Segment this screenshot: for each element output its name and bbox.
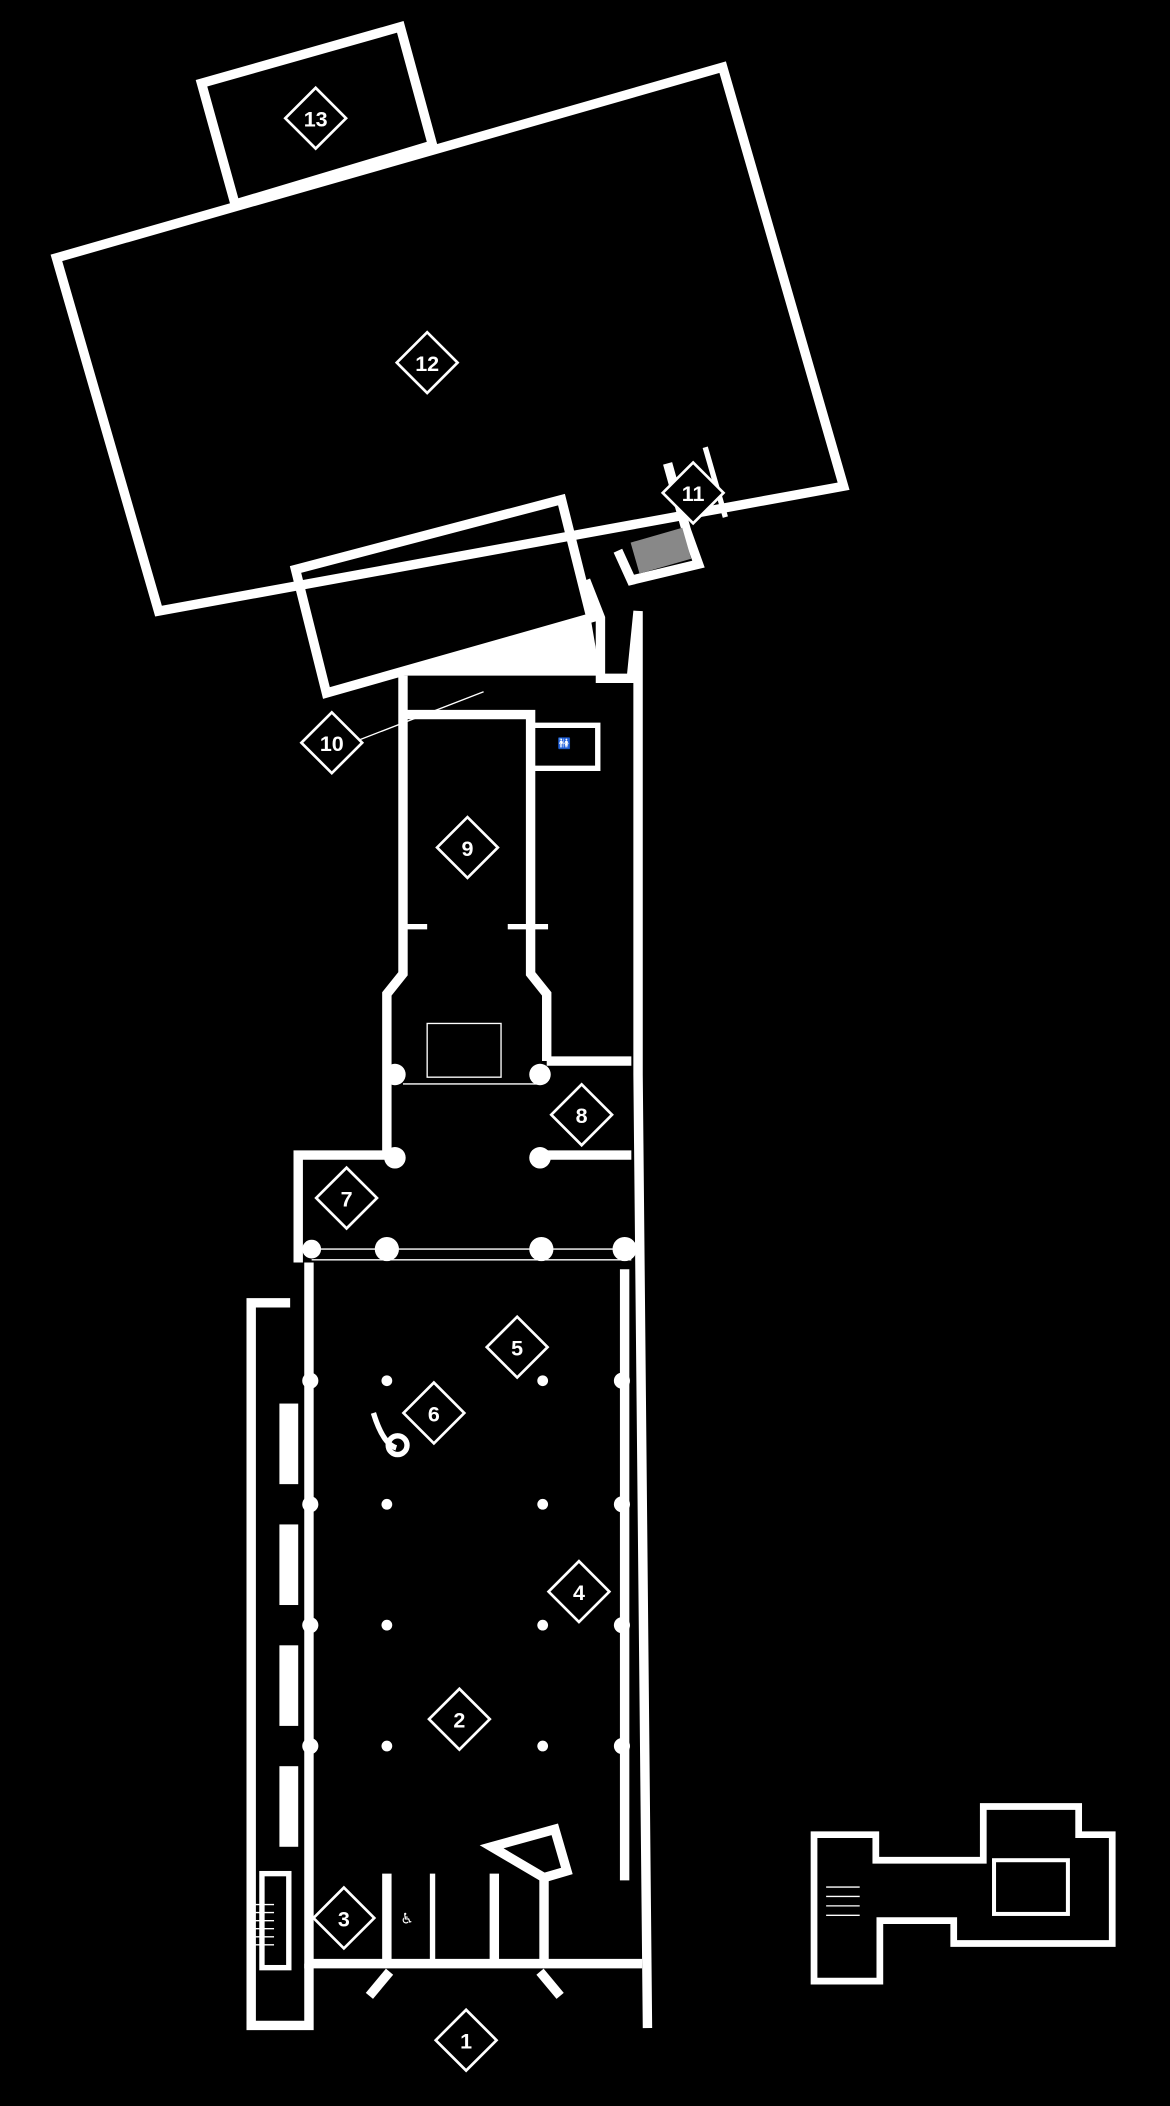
stairs-icon — [252, 1903, 275, 1946]
key-plan-inset — [810, 1803, 1116, 1985]
corridor-right-wall — [581, 578, 653, 2029]
fixture — [426, 1022, 502, 1078]
marker-2[interactable]: 2 — [427, 1686, 492, 1752]
marker-label: 13 — [304, 108, 328, 132]
marker-9[interactable]: 9 — [435, 815, 500, 880]
room-13-outline — [195, 21, 439, 211]
marker-1[interactable]: 1 — [433, 2007, 499, 2073]
marker-label: 10 — [320, 732, 344, 756]
room-10-upper-outline — [289, 493, 597, 699]
marker-label: 12 — [415, 352, 439, 376]
marker-label: 5 — [511, 1336, 523, 1360]
room-12-outline — [50, 61, 850, 617]
marker-3[interactable]: 3 — [311, 1885, 377, 1951]
marker-5[interactable]: 5 — [484, 1314, 550, 1380]
column — [384, 1147, 406, 1169]
door-leaf — [365, 1968, 394, 1999]
wall-pier — [279, 1524, 299, 1606]
wall-wedge — [402, 620, 601, 676]
column — [529, 1147, 551, 1169]
corridor-mid-wall — [402, 709, 552, 1062]
hall-left-wall — [304, 1262, 643, 1969]
column — [612, 1237, 637, 1262]
marker-8[interactable]: 8 — [549, 1082, 614, 1148]
pointer-line-10 — [351, 691, 484, 744]
spiral-stair-core — [385, 1433, 410, 1458]
marker-6[interactable]: 6 — [401, 1380, 467, 1446]
column — [302, 1239, 322, 1259]
marker-4[interactable]: 4 — [546, 1559, 612, 1624]
column — [384, 1063, 406, 1086]
marker-label: 3 — [338, 1907, 350, 1931]
column — [529, 1237, 554, 1262]
wall-pier — [279, 1766, 299, 1847]
marker-12[interactable]: 12 — [394, 330, 460, 395]
column — [529, 1063, 551, 1086]
marker-label: 4 — [573, 1581, 585, 1605]
marker-7[interactable]: 7 — [314, 1165, 379, 1231]
wall — [702, 446, 728, 518]
wall-pier — [279, 1403, 299, 1485]
restroom-icon: 🚻 — [557, 737, 570, 750]
marker-label: 11 — [682, 482, 705, 506]
kiosk-outline — [479, 1823, 573, 1883]
key-plan-stairs — [826, 1886, 860, 1916]
hall-outer-wall — [246, 1298, 314, 2031]
room-7-wall — [293, 1150, 387, 1263]
stairs-icon — [630, 527, 692, 574]
wall-pier — [279, 1645, 299, 1726]
accessible-elevator-icon: ♿ — [400, 1910, 413, 1927]
marker-label: 1 — [460, 2030, 472, 2054]
marker-label: 6 — [428, 1402, 440, 1426]
column — [374, 1237, 399, 1262]
key-plan-room — [992, 1858, 1070, 1916]
marker-label: 7 — [341, 1187, 353, 1211]
spiral-stair-icon — [370, 1412, 398, 1451]
marker-label: 9 — [461, 837, 473, 861]
marker-10[interactable]: 10 — [299, 710, 365, 776]
marker-13[interactable]: 13 — [283, 85, 348, 151]
door-leaf — [536, 1968, 564, 1999]
restroom-wall — [534, 722, 601, 771]
columns — [302, 1372, 630, 1755]
marker-label: 2 — [453, 1709, 465, 1733]
marker-11[interactable]: 11 — [660, 460, 726, 526]
marker-label: 8 — [576, 1104, 588, 1128]
